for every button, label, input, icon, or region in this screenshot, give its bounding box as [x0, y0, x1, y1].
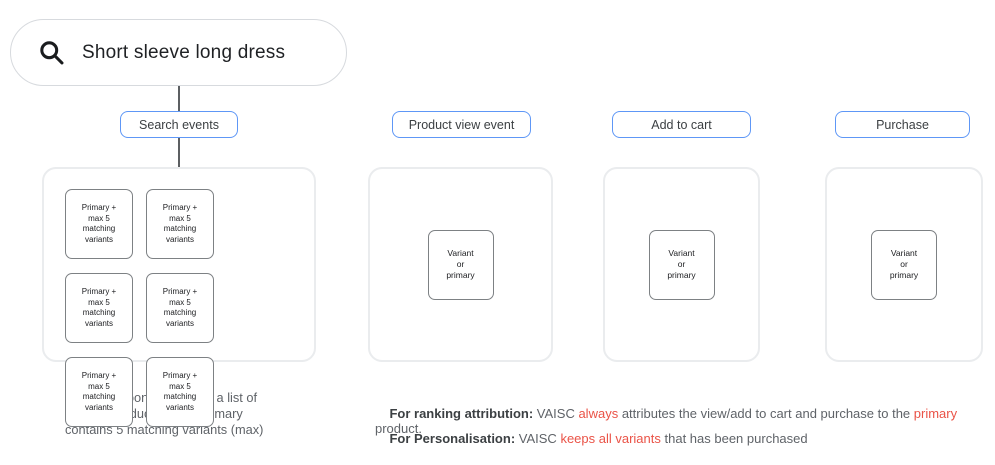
result-card: Primary + max 5 matching variants	[65, 357, 133, 427]
variant-card-label: Variant or primary	[889, 248, 919, 280]
variant-card-label: Variant or primary	[667, 248, 696, 280]
variant-card-label: Variant or primary	[446, 248, 475, 280]
note-title: For Personalisation:	[389, 431, 516, 446]
connector-search-events-to-group	[178, 138, 180, 168]
result-card: Primary + max 5 matching variants	[65, 273, 133, 343]
event-button-add-to-cart[interactable]: Add to cart	[612, 111, 751, 138]
result-card: Primary + max 5 matching variants	[146, 357, 214, 427]
note-text: that has been purchased	[660, 431, 808, 446]
note-text: attributes the view/add to cart and purc…	[618, 406, 914, 421]
search-query-text: Short sleeve long dress	[82, 41, 286, 63]
ranking-attribution-note: For ranking attribution: VAISC always at…	[375, 391, 995, 451]
note-text: product.	[375, 406, 961, 436]
result-card: Primary + max 5 matching variants	[146, 189, 214, 259]
result-card-label: Primary + max 5 matching variants	[81, 203, 117, 244]
event-button-purchase[interactable]: Purchase	[835, 111, 970, 138]
note-highlight: keeps all variants	[560, 431, 661, 446]
note-highlight: primary	[913, 406, 958, 421]
result-card-label: Primary + max 5 matching variants	[162, 287, 198, 328]
note-title: For ranking attribution:	[389, 406, 534, 421]
variant-card: Variant or primary	[648, 229, 715, 300]
note-text: VAISC	[515, 431, 561, 446]
result-card-label: Primary + max 5 matching variants	[81, 287, 117, 328]
personalisation-note: For Personalisation: VAISC keeps all var…	[375, 416, 808, 461]
event-button-search-events[interactable]: Search events	[120, 111, 238, 138]
add-to-cart-group: Variant or primary	[603, 167, 760, 362]
purchase-group: Variant or primary	[825, 167, 983, 362]
variant-card: Variant or primary	[871, 229, 937, 300]
product-view-group: Variant or primary	[368, 167, 553, 362]
result-card: Primary + max 5 matching variants	[65, 189, 133, 259]
result-card-label: Primary + max 5 matching variants	[81, 371, 117, 412]
connector-pill-to-search-events	[178, 85, 180, 111]
search-bar[interactable]: Short sleeve long dress	[10, 19, 347, 86]
result-card-label: Primary + max 5 matching variants	[162, 371, 198, 412]
search-events-group: Primary + max 5 matching variants Primar…	[42, 167, 316, 427]
event-button-product-view[interactable]: Product view event	[392, 111, 531, 138]
result-card: Primary + max 5 matching variants	[146, 273, 214, 343]
variant-card: Variant or primary	[427, 229, 494, 300]
note-highlight: always	[578, 406, 619, 421]
note-text: VAISC	[533, 406, 579, 421]
result-card-label: Primary + max 5 matching variants	[162, 203, 198, 244]
search-icon	[40, 41, 64, 65]
